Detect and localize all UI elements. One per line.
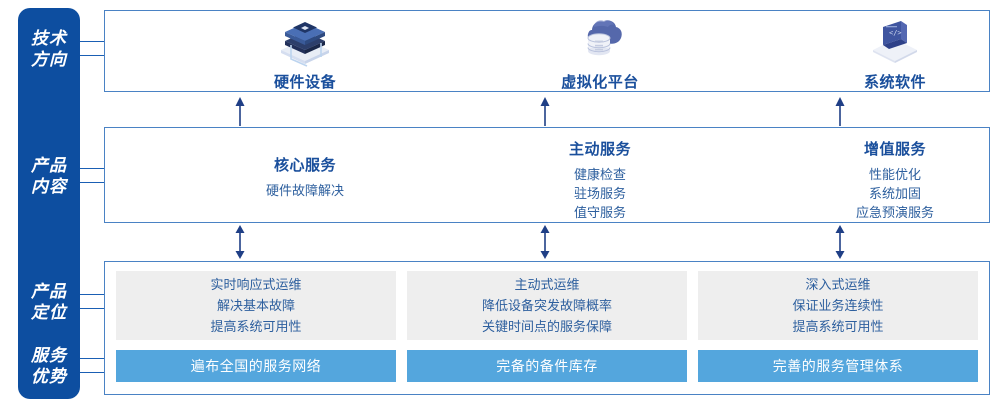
arrow-up-icon-hardware	[235, 97, 245, 126]
position-line: 解决基本故障	[216, 298, 295, 313]
arrow-up-down-icon-virtualization	[540, 225, 550, 259]
connector-content-bottom	[80, 182, 107, 183]
advantage-bar-spare-parts[interactable]: 完备的备件库存	[407, 350, 687, 382]
tech-item-system-software[interactable]: </> 系统软件	[805, 17, 985, 95]
cloud-database-icon	[510, 17, 690, 67]
position-card-proactive[interactable]: 主动式运维 降低设备突发故障概率 关键时间点的服务保障	[407, 271, 687, 340]
advantage-bar-management[interactable]: 完善的服务管理体系	[698, 350, 978, 382]
content-heading: 核心服务	[273, 157, 336, 174]
connector-position-bottom	[80, 308, 107, 309]
content-line: 健康检查	[573, 167, 626, 182]
content-column-proactive[interactable]: 主动服务 健康检查 驻场服务 值守服务	[510, 138, 690, 222]
position-line: 深入式运维	[805, 277, 871, 292]
rail-label-product-content: 产品 内容	[18, 155, 80, 197]
content-line: 系统加固	[868, 186, 921, 201]
position-line: 提高系统可用性	[792, 319, 884, 334]
rail-label-line2: 定位	[31, 303, 67, 322]
position-line: 实时响应式运维	[210, 277, 302, 292]
tech-direction-panel: 硬件设备 虚拟化	[104, 10, 990, 92]
connector-position-top	[80, 294, 107, 295]
connector-tech-top	[80, 41, 107, 42]
connector-tech-bottom	[80, 55, 107, 56]
rail-label-product-position: 产品 定位	[18, 281, 80, 323]
arrow-up-down-icon-hardware	[235, 225, 245, 259]
position-advantage-panel: 实时响应式运维 解决基本故障 提高系统可用性 主动式运维 降低设备突发故障概率 …	[104, 261, 990, 395]
rail-label-tech-direction: 技术 方向	[18, 28, 80, 70]
rail-label-line2: 内容	[31, 177, 67, 196]
position-line: 主动式运维	[514, 277, 580, 292]
rail-label-line1: 产品	[31, 282, 67, 301]
tech-item-label: 虚拟化平台	[561, 74, 639, 91]
content-column-value-added[interactable]: 增值服务 性能优化 系统加固 应急预演服务	[805, 138, 985, 222]
arrow-up-icon-virtualization	[540, 97, 550, 126]
content-heading: 增值服务	[863, 141, 926, 158]
rail-label-line1: 技术	[31, 29, 67, 48]
position-line: 关键时间点的服务保障	[481, 319, 612, 334]
rail-label-line2: 方向	[31, 50, 67, 69]
position-card-deep[interactable]: 深入式运维 保证业务连续性 提高系统可用性	[698, 271, 978, 340]
content-line: 性能优化	[868, 167, 921, 182]
software-code-book-icon: </>	[805, 17, 985, 67]
position-line: 降低设备突发故障概率	[481, 298, 612, 313]
content-line: 驻场服务	[573, 186, 626, 201]
content-line: 硬件故障解决	[265, 183, 344, 198]
advantage-bar-network[interactable]: 遍布全国的服务网络	[116, 350, 396, 382]
arrow-up-icon-system-software	[835, 97, 845, 126]
tech-item-hardware[interactable]: 硬件设备	[215, 17, 395, 95]
product-content-panel: 核心服务 硬件故障解决 主动服务 健康检查 驻场服务 值守服务 增值服务 性能优…	[104, 127, 990, 223]
tech-item-virtualization[interactable]: 虚拟化平台	[510, 17, 690, 95]
position-line: 保证业务连续性	[792, 298, 884, 313]
position-card-realtime[interactable]: 实时响应式运维 解决基本故障 提高系统可用性	[116, 271, 396, 340]
tech-item-label: 硬件设备	[273, 74, 336, 91]
connector-advantage-bottom	[80, 372, 107, 373]
arrow-up-down-icon-system-software	[835, 225, 845, 259]
content-line: 值守服务	[573, 205, 626, 220]
rail-label-line1: 服务	[31, 346, 67, 365]
connector-advantage-top	[80, 358, 107, 359]
position-line: 提高系统可用性	[210, 319, 302, 334]
connector-content-top	[80, 168, 107, 169]
server-stack-icon	[215, 17, 395, 67]
tech-item-label: 系统软件	[863, 74, 926, 91]
content-column-core[interactable]: 核心服务 硬件故障解决	[215, 154, 395, 200]
rail-label-line1: 产品	[31, 156, 67, 175]
svg-text:</>: </>	[889, 29, 902, 37]
rail-label-service-advantage: 服务 优势	[18, 345, 80, 387]
content-heading: 主动服务	[568, 141, 631, 158]
rail-label-line2: 优势	[31, 367, 67, 386]
category-rail	[18, 8, 80, 399]
content-line: 应急预演服务	[855, 205, 934, 220]
